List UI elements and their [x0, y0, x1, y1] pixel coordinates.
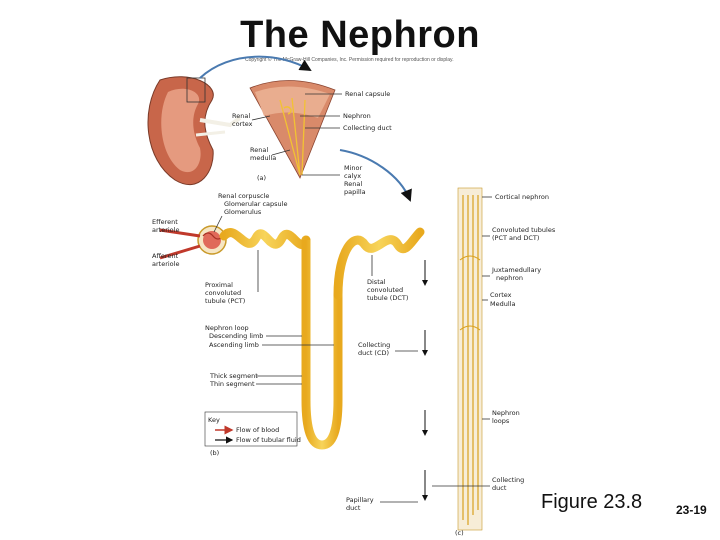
label-afferent-1: Afferent: [152, 252, 179, 260]
label-minor-calyx-1: Minor: [344, 164, 363, 172]
label-efferent-1: Efferent: [152, 218, 178, 226]
label-thick-segment: Thick segment: [209, 372, 258, 380]
label-renal-corpuscle: Renal corpuscle: [218, 192, 269, 200]
label-thin-segment: Thin segment: [209, 380, 255, 388]
label-loop-3: Ascending limb: [209, 341, 259, 349]
label-minor-calyx-2: calyx: [344, 172, 361, 180]
label-loop-1: Nephron loop: [205, 324, 249, 332]
key-tubular-label: Flow of tubular fluid: [236, 436, 301, 444]
label-papillary-1: Papillary: [346, 496, 374, 504]
label-pct-3: tubule (PCT): [205, 297, 245, 305]
label-nephron-loops-2: loops: [492, 417, 510, 425]
label-renal-cortex-2: cortex: [232, 120, 253, 128]
label-panel-b: (b): [210, 449, 219, 457]
labels: Renal capsule Renal cortex Nephron Colle…: [152, 90, 556, 537]
label-collecting-duct: Collecting duct: [343, 124, 392, 132]
label-renal-medulla-2: medulla: [250, 154, 276, 162]
label-afferent-2: arteriole: [152, 260, 179, 268]
nephron-column: [457, 187, 483, 531]
label-collecting-duct-c-2: duct: [492, 484, 507, 492]
label-dct-1: Distal: [367, 278, 386, 286]
label-renal-cortex-1: Renal: [232, 112, 250, 120]
label-dct-2: convoluted: [367, 286, 403, 294]
zoom-arrow-b: [339, 149, 412, 202]
label-convoluted-tubules-2: (PCT and DCT): [492, 234, 539, 242]
label-convoluted-tubules-1: Convoluted tubules: [492, 226, 556, 234]
label-cd-1: Collecting: [358, 341, 390, 349]
cortex-wedge: [249, 80, 336, 179]
label-renal-papilla-1: Renal: [344, 180, 362, 188]
label-glomerulus: Glomerulus: [224, 208, 262, 216]
label-cortex: Cortex: [490, 291, 512, 299]
label-glomerular-capsule: Glomerular capsule: [224, 200, 287, 208]
label-panel-a: (a): [257, 174, 266, 182]
label-nephron-loops-1: Nephron: [492, 409, 520, 417]
label-medulla: Medulla: [490, 300, 515, 308]
label-renal-papilla-2: papilla: [344, 188, 366, 196]
page-number: 23-19: [676, 503, 707, 517]
kidney-section: [147, 76, 242, 186]
label-juxtamedullary-2: nephron: [496, 274, 523, 282]
label-juxtamedullary-1: Juxtamedullary: [491, 266, 541, 274]
label-renal-capsule: Renal capsule: [345, 90, 390, 98]
label-pct-2: convoluted: [205, 289, 241, 297]
label-renal-medulla-1: Renal: [250, 146, 268, 154]
label-collecting-duct-c-1: Collecting: [492, 476, 524, 484]
copyright-notice: Copyright © The McGraw-Hill Companies, I…: [245, 57, 454, 63]
zoom-arrow-a: [199, 55, 312, 79]
label-pct-1: Proximal: [205, 281, 233, 289]
nephron-tubule: [159, 200, 431, 530]
key-blood-label: Flow of blood: [236, 426, 279, 434]
key-title: Key: [208, 416, 220, 424]
label-nephron: Nephron: [343, 112, 371, 120]
page-title: The Nephron: [240, 14, 480, 56]
key-legend: Key Flow of blood Flow of tubular fluid: [204, 411, 301, 447]
label-dct-3: tubule (DCT): [367, 294, 408, 302]
label-efferent-2: arteriole: [152, 226, 179, 234]
figure-caption: Figure 23.8: [541, 491, 643, 513]
label-cortical-nephron: Cortical nephron: [495, 193, 549, 201]
label-papillary-2: duct: [346, 504, 361, 512]
label-panel-c: (c): [455, 529, 464, 537]
label-cd-2: duct (CD): [358, 349, 389, 357]
label-loop-2: Descending limb: [209, 332, 263, 340]
